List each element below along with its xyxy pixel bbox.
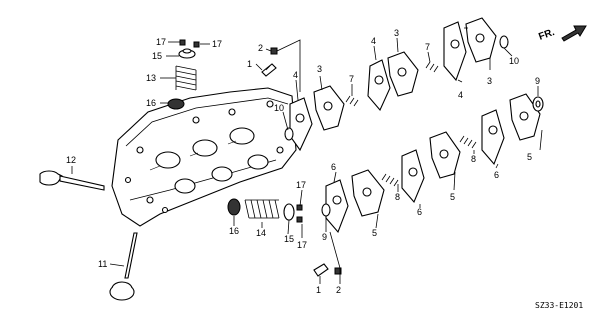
callout-4-b: 4 [371,36,376,46]
rocker-arm-6-c [481,109,505,166]
callout-10-right: 10 [509,56,519,66]
lock-nut-2-lower [334,267,342,275]
callout-4-a: 4 [293,70,298,80]
callout-2-lower: 2 [336,285,341,295]
rocker-arm-3-a [313,85,345,131]
intake-valve-11 [109,232,138,301]
rocker-arm-4-c [443,21,467,82]
rocker-arm-6-b [401,149,425,204]
callout-5-b: 5 [450,192,455,202]
callout-5-c: 5 [527,152,532,162]
spring-8-b [459,135,477,149]
lock-nut-2-upper [270,47,278,55]
callout-9-lower: 9 [322,232,327,242]
rocker-arm-5-a [351,169,385,217]
callout-4-c: 4 [458,90,463,100]
collar-9-b [532,96,544,112]
leader-lines [71,27,543,284]
callout-2-upper: 2 [258,43,263,53]
callout-16-upper: 16 [146,98,156,108]
rocker-arm-3-b [387,51,419,97]
exhaust-valve-12 [39,170,105,191]
collar-10-a [284,127,294,141]
collar-10-b [499,35,509,49]
callout-17-upper-right: 17 [212,39,222,49]
spring-8-a [381,173,399,187]
rocker-arm-3-c [465,17,497,63]
callout-6-a: 6 [331,162,336,172]
valve-seal-16-upper [167,98,185,110]
callout-17-upper-left: 17 [156,37,166,47]
callout-1-lower: 1 [316,285,321,295]
callout-17-lower-top: 17 [296,180,306,190]
spring-7-a [345,95,359,107]
callout-7-a: 7 [349,74,354,84]
direction-label: FR. [537,27,556,43]
callout-17-lower-bottom: 17 [297,240,307,250]
callout-14: 14 [256,228,266,238]
callout-12: 12 [66,155,76,165]
callout-13: 13 [146,73,156,83]
catalog-code: SZ33-E1201 [535,301,583,310]
rocker-arm-5-b [429,131,461,179]
rocker-arm-4-b [367,59,391,112]
callout-11: 11 [98,259,107,269]
callout-9-right: 9 [535,76,540,86]
rocker-arm-5-c [509,93,541,141]
callout-3-a: 3 [317,64,322,74]
adjusting-screw-1-lower [313,263,329,277]
callout-16-lower: 16 [229,226,239,236]
callout-3-b: 3 [394,28,399,38]
valve-cotter-17-upper [179,39,200,48]
valve-cotter-17-lower [296,204,303,223]
callout-labels: 17 17 15 13 16 2 1 10 4 3 7 3 4 7 3 10 9… [66,28,540,295]
callout-6-c: 6 [494,170,499,180]
callout-5-a: 5 [372,228,377,238]
spring-retainer-15-lower [283,203,295,221]
callout-7-b: 7 [425,42,430,52]
callout-1-upper: 1 [247,59,252,69]
callout-10-left: 10 [274,103,284,113]
valve-spring-14 [244,199,280,219]
valve-seal-16-lower [227,198,241,216]
callout-3-c: 3 [487,76,492,86]
callout-15-upper: 15 [152,51,162,61]
spring-7-b [425,61,439,73]
adjusting-screw-1-upper [261,63,277,77]
callout-6-b: 6 [417,207,422,217]
front-direction-arrow-icon [561,25,587,42]
cylinder-head [111,87,297,227]
callout-8-b: 8 [471,154,476,164]
collar-9-a [321,203,331,217]
callout-15-lower: 15 [284,234,294,244]
valve-spring-13 [175,65,197,91]
spring-retainer-15-upper [178,48,196,59]
callout-8-a: 8 [395,192,400,202]
